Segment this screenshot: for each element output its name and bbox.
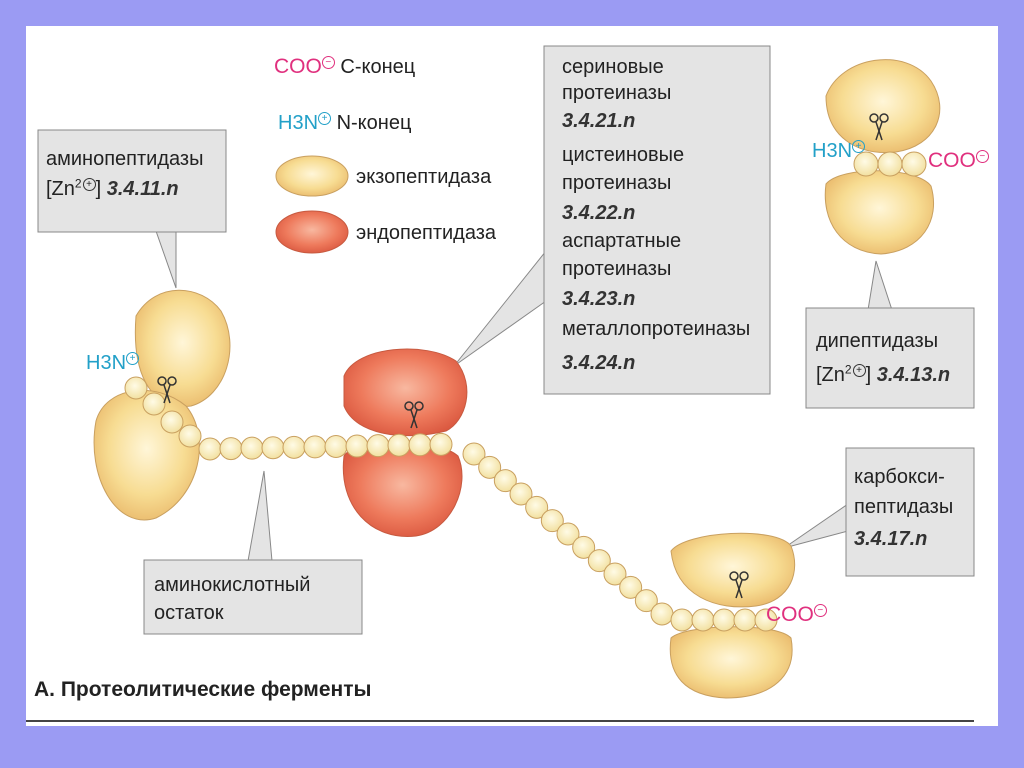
amino-acid-residue [409, 434, 431, 456]
amino-acid-residue [325, 435, 347, 457]
aminopeptidases-ion: [Zn [46, 178, 75, 200]
carboxypeptidases-name2: пептидазы [854, 496, 953, 518]
proteinase-serine-name1: сериновые [562, 56, 664, 78]
proteinase-aspartate-name1: аспартатные [562, 230, 681, 252]
dipeptidases-ec-line: [Zn2+] 3.4.13.n [816, 364, 950, 386]
carboxypeptidases-ec: 3.4.17.n [854, 528, 927, 550]
legend-endopeptidase-label: эндопептидаза [356, 222, 496, 244]
aminopeptidases-name: аминопептидазы [46, 148, 203, 170]
amino-acid-residue [161, 411, 183, 433]
chain-n-terminus: H3N+ [86, 352, 139, 374]
legend-n-end-symbol: H3N [278, 112, 318, 134]
legend-exopeptidase-swatch [276, 156, 348, 196]
legend-exopeptidase-label: экзопептидаза [356, 166, 491, 188]
figure-caption: А. Протеолитические ферменты [34, 678, 371, 702]
chain-c-terminus-symbol: COO [766, 603, 814, 626]
proteinase-aspartate-ec: 3.4.23.n [562, 288, 635, 310]
chain-c-terminus: COO− [766, 604, 827, 626]
dipeptide-residue [878, 152, 902, 176]
negative-charge-icon: − [814, 604, 827, 617]
amino-acid-residue [125, 377, 147, 399]
amino-acid-residue [220, 438, 242, 460]
dipeptide-residue [902, 152, 926, 176]
amino-acid-residue [346, 435, 368, 457]
dipeptidases-ion: [Zn [816, 364, 845, 386]
dipeptide-c-terminus: COO− [928, 150, 989, 172]
diagram-panel: COO− C-конец H3N+ N-конец экзопептидаза … [26, 26, 998, 726]
amino-acid-residue [283, 436, 305, 458]
positive-charge-icon: + [318, 112, 331, 125]
proteinase-aspartate-name2: протеиназы [562, 258, 671, 280]
proteinase-serine-ec: 3.4.21.n [562, 110, 635, 132]
legend-n-end-label: N-конец [337, 112, 412, 134]
caption-rule [26, 720, 974, 722]
legend-n-end: H3N+ N-конец [278, 112, 411, 134]
amino-acid-residue [241, 437, 263, 459]
dipeptide-n-terminus: H3N+ [812, 140, 865, 162]
positive-charge-icon: + [126, 352, 139, 365]
proteinase-cysteine-name1: цистеиновые [562, 144, 684, 166]
legend-c-end-symbol: COO [274, 55, 322, 78]
aminopeptidases-ec-line: [Zn2+] 3.4.11.n [46, 178, 179, 200]
residue-label-line2: остаток [154, 602, 224, 624]
proteinase-serine-name2: протеиназы [562, 82, 671, 104]
proteinase-metallo-ec: 3.4.24.n [562, 352, 635, 374]
amino-acid-residue [262, 437, 284, 459]
legend-c-end: COO− C-конец [274, 56, 415, 78]
plus-charge-icon: + [853, 364, 866, 377]
residue-label-line1: аминокислотный [154, 574, 310, 596]
amino-acid-residue [179, 425, 201, 447]
legend-endopeptidase-swatch [276, 211, 348, 253]
amino-acid-residue [143, 393, 165, 415]
negative-charge-icon: − [322, 56, 335, 69]
dipeptide-n-terminus-symbol: H3N [812, 140, 852, 162]
amino-acid-residue [388, 434, 410, 456]
dipeptidases-ec: 3.4.13.n [877, 364, 950, 386]
amino-acid-residue [430, 433, 452, 455]
negative-charge-icon: − [976, 150, 989, 163]
amino-acid-residue [734, 609, 756, 631]
legend-c-end-label: C-конец [340, 56, 415, 78]
amino-acid-residue [304, 436, 326, 458]
dipeptide-c-terminus-symbol: COO [928, 149, 976, 172]
amino-acid-residue [692, 609, 714, 631]
positive-charge-icon: + [852, 140, 865, 153]
carboxypeptidases-name1: карбокси- [854, 466, 945, 488]
amino-acid-residue [713, 609, 735, 631]
chain-n-terminus-symbol: H3N [86, 352, 126, 374]
proteinase-metallo-name1: металлопротеиназы [562, 318, 750, 340]
plus-charge-icon: + [83, 178, 96, 191]
amino-acid-residue [199, 438, 221, 460]
amino-acid-residue [367, 435, 389, 457]
proteinase-cysteine-name2: протеиназы [562, 172, 671, 194]
amino-acid-residue [651, 603, 673, 625]
dipeptidases-name: дипептидазы [816, 330, 938, 352]
amino-acid-residue [671, 609, 693, 631]
aminopeptidases-ec: 3.4.11.n [107, 178, 179, 200]
proteinase-cysteine-ec: 3.4.22.n [562, 202, 635, 224]
